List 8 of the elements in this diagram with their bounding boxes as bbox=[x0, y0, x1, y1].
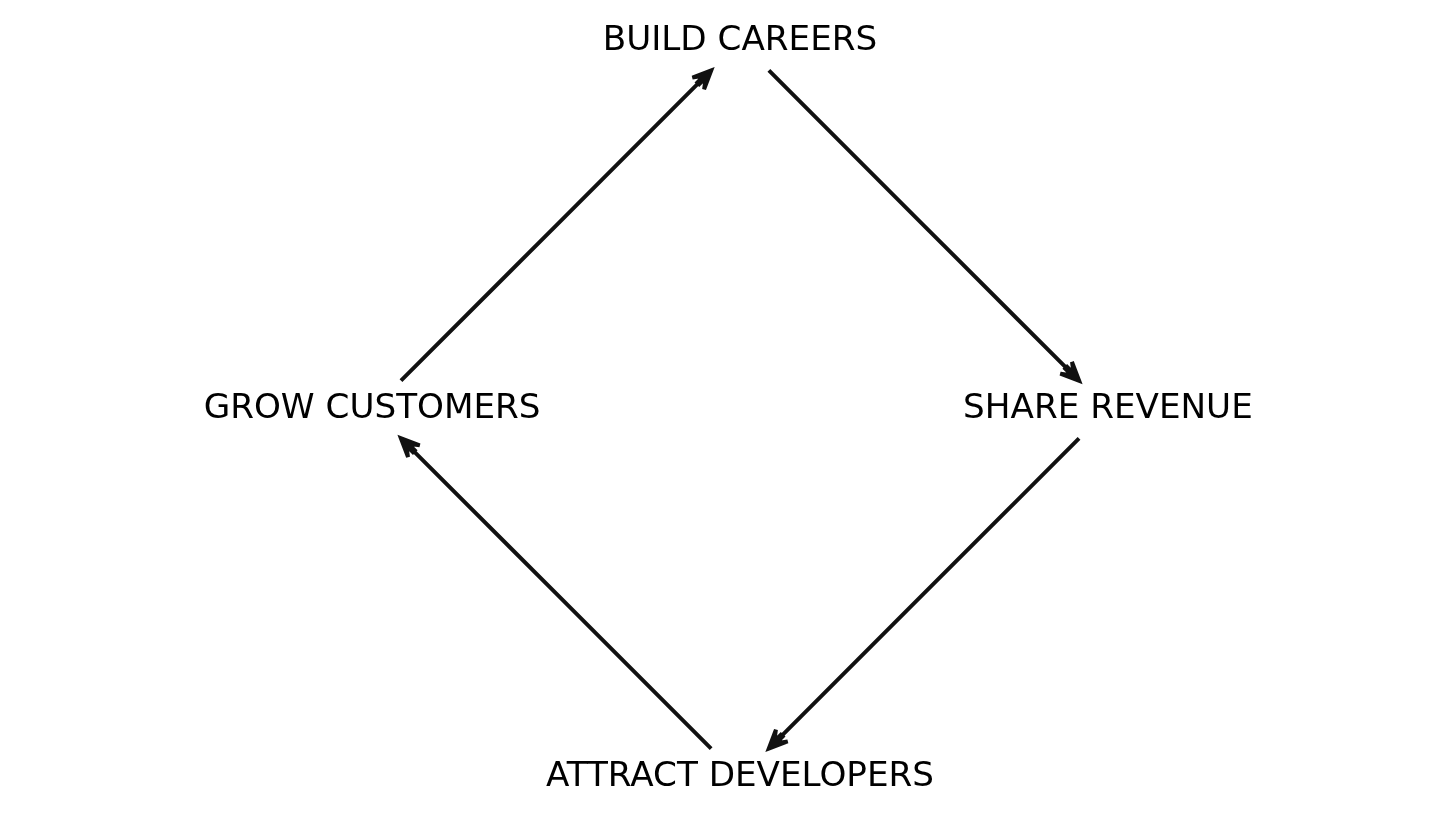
arrow bbox=[767, 69, 1081, 383]
node-text: SHARE REVENUE bbox=[962, 385, 1253, 426]
node-text: ATTRACT DEVELOPERS bbox=[545, 753, 934, 794]
arrow bbox=[398, 436, 713, 750]
node-text: GROW CUSTOMERS bbox=[203, 385, 541, 426]
arrow bbox=[399, 68, 713, 383]
node-text: BUILD CAREERS bbox=[602, 17, 877, 58]
arrow bbox=[766, 437, 1080, 751]
